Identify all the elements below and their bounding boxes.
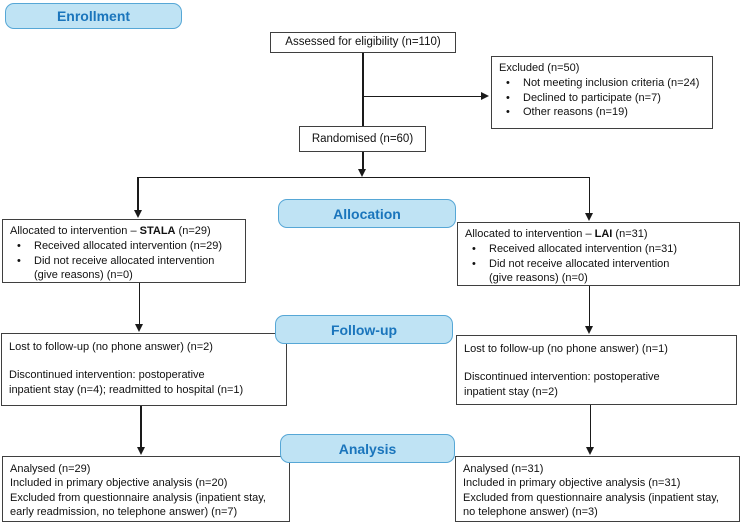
box-line: Analysed (n=31) bbox=[463, 463, 544, 475]
connector-to-excluded bbox=[363, 96, 482, 98]
box-allocated-lai: Allocated to intervention – LAI (n=31) R… bbox=[457, 222, 740, 286]
bullet-item: Received allocated intervention (n=29) bbox=[10, 239, 238, 254]
box-followup-stala: Lost to follow-up (no phone answer) (n=2… bbox=[1, 333, 287, 406]
arrowhead-down-icon bbox=[585, 447, 594, 455]
title-prefix: Allocated to intervention – bbox=[465, 228, 595, 240]
group-name-lai: LAI bbox=[594, 228, 613, 240]
box-text: Randomised (n=60) bbox=[311, 132, 414, 145]
arrowhead-down-icon bbox=[135, 324, 143, 332]
group-name-stala: STALA bbox=[139, 225, 176, 237]
arrowhead-down-icon bbox=[584, 326, 593, 334]
connector-followup-to-analysis-lai bbox=[589, 405, 591, 447]
bullet-item: Received allocated intervention (n=31) bbox=[465, 242, 732, 257]
box-line: Discontinued intervention: postoperative… bbox=[464, 371, 660, 398]
bullet-item: Other reasons (n=19) bbox=[499, 105, 705, 120]
box-title: Allocated to intervention – STALA (n=29) bbox=[10, 224, 238, 238]
arrowhead-down-icon bbox=[136, 447, 145, 455]
box-text: Assessed for eligibility (n=110) bbox=[285, 36, 441, 49]
box-line: Discontinued intervention: postoperative… bbox=[9, 369, 244, 396]
connector-branch-to-stala bbox=[137, 177, 139, 210]
box-analysed-lai: Analysed (n=31) Included in primary obje… bbox=[455, 456, 740, 522]
box-line: Excluded from questionnaire analysis (in… bbox=[463, 491, 719, 518]
bullet-list: Not meeting inclusion criteria (n=24) De… bbox=[499, 76, 705, 119]
stage-label-enrollment: Enrollment bbox=[5, 3, 182, 29]
box-excluded: Excluded (n=50) Not meeting inclusion cr… bbox=[491, 56, 713, 129]
box-line: Included in primary objective analysis (… bbox=[10, 477, 228, 490]
box-line: Included in primary objective analysis (… bbox=[463, 477, 681, 490]
bullet-list: Received allocated intervention (n=29) D… bbox=[10, 239, 238, 282]
arrowhead-down-icon bbox=[133, 210, 142, 218]
branch-line-randomisation bbox=[137, 177, 590, 179]
box-line: Lost to follow-up (no phone answer) (n=1… bbox=[464, 343, 668, 355]
box-line: Excluded from questionnaire analysis (in… bbox=[10, 491, 266, 518]
box-followup-lai: Lost to follow-up (no phone answer) (n=1… bbox=[456, 335, 737, 405]
connector-lai-to-followup bbox=[588, 286, 590, 326]
bullet-item: Declined to participate (n=7) bbox=[499, 91, 705, 106]
box-analysed-stala: Analysed (n=29) Included in primary obje… bbox=[2, 456, 290, 522]
title-suffix: (n=31) bbox=[612, 228, 648, 240]
title-suffix: (n=29) bbox=[175, 225, 211, 237]
connector-branch-to-lai bbox=[588, 177, 590, 213]
stage-label-followup: Follow-up bbox=[275, 315, 453, 344]
arrowhead-down-icon bbox=[358, 169, 367, 177]
connector-stala-to-followup bbox=[138, 283, 141, 324]
arrowhead-down-icon bbox=[584, 213, 593, 221]
box-assessed-for-eligibility: Assessed for eligibility (n=110) bbox=[270, 32, 456, 53]
stage-label-allocation: Allocation bbox=[278, 199, 456, 228]
box-randomised: Randomised (n=60) bbox=[299, 126, 426, 152]
bullet-item: Not meeting inclusion criteria (n=24) bbox=[499, 76, 705, 91]
arrowhead-right-icon bbox=[481, 92, 489, 101]
bullet-item: Did not receive allocated intervention (… bbox=[465, 257, 732, 286]
bullet-item: Did not receive allocated intervention (… bbox=[10, 254, 238, 283]
title-prefix: Allocated to intervention – bbox=[10, 225, 140, 237]
box-title: Excluded (n=50) bbox=[499, 62, 580, 74]
box-title: Allocated to intervention – LAI (n=31) bbox=[465, 227, 732, 241]
connector-assessed-to-randomised bbox=[362, 53, 364, 126]
connector-randomised-to-branch bbox=[362, 152, 364, 169]
box-allocated-stala: Allocated to intervention – STALA (n=29)… bbox=[2, 219, 246, 283]
bullet-list: Received allocated intervention (n=31) D… bbox=[465, 242, 732, 285]
connector-followup-to-analysis-stala bbox=[140, 406, 142, 447]
stage-label-analysis: Analysis bbox=[280, 434, 455, 463]
box-line: Analysed (n=29) bbox=[10, 463, 91, 475]
box-line: Lost to follow-up (no phone answer) (n=2… bbox=[9, 341, 213, 353]
